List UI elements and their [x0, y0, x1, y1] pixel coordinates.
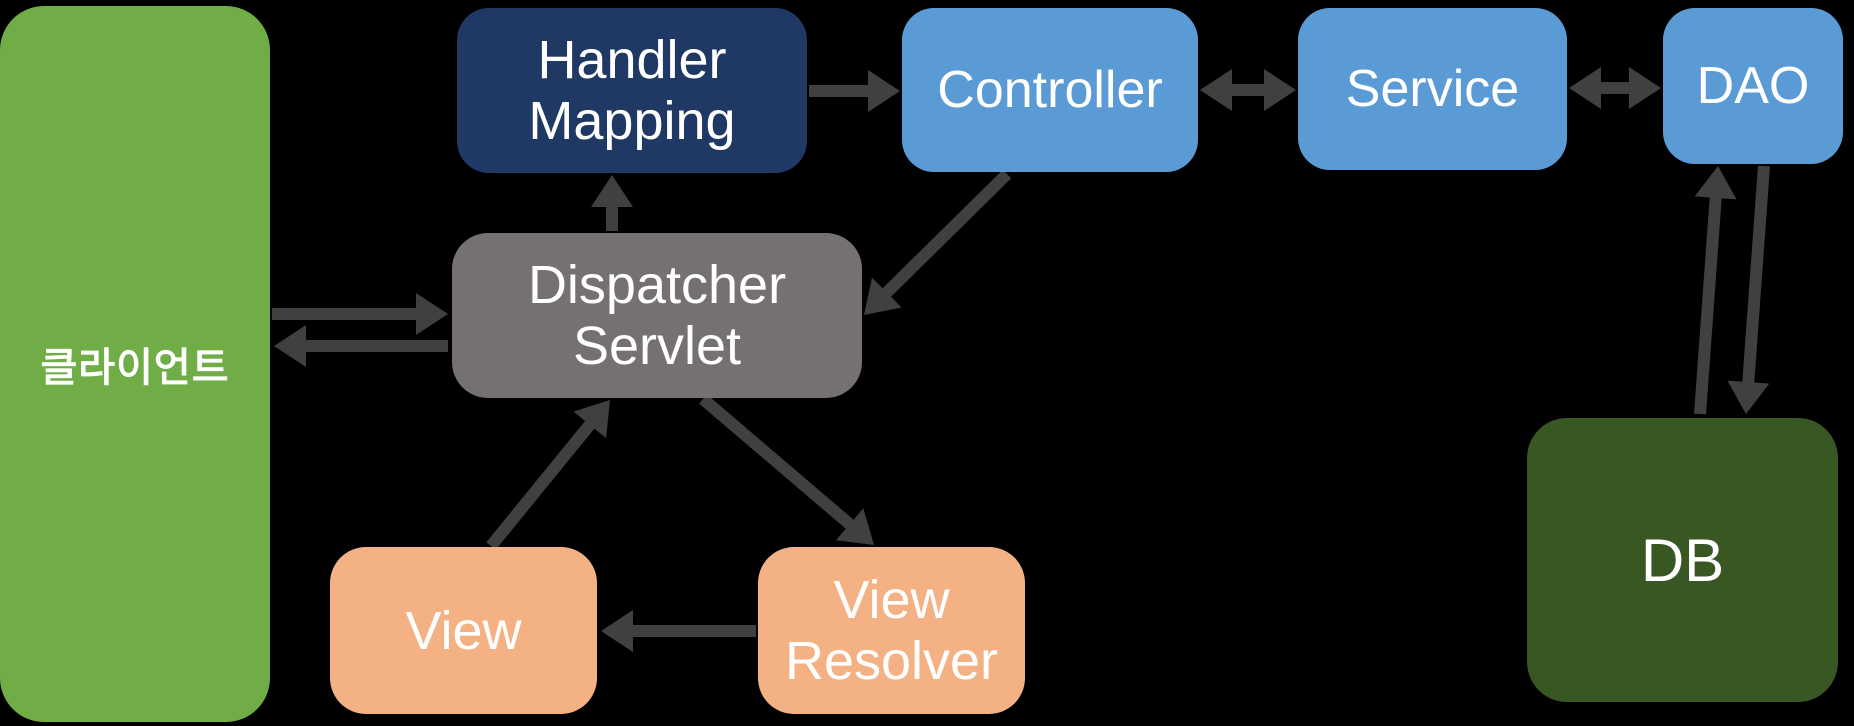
- node-controller: Controller: [902, 8, 1198, 172]
- arrow-service-dao: [1569, 67, 1661, 109]
- node-service: Service: [1298, 8, 1567, 170]
- arrow-view-to-dispatcher: [486, 400, 610, 550]
- arrow-controller-to-dispatcher: [864, 169, 1012, 315]
- node-dispatcher-servlet: Dispatcher Servlet: [452, 233, 862, 398]
- arrow-dispatcher-to-client: [274, 325, 448, 367]
- node-view: View: [330, 547, 597, 714]
- arrow-handler-to-controller: [809, 70, 900, 112]
- node-client: 클라이언트: [0, 6, 270, 722]
- node-handler-mapping: Handler Mapping: [457, 8, 807, 173]
- arrow-controller-service: [1200, 69, 1296, 111]
- arrow-client-to-dispatcher: [272, 293, 448, 335]
- arrow-dao-to-db: [1727, 165, 1770, 414]
- arrow-dispatcher-to-viewresolver: [699, 394, 874, 545]
- arrow-dispatcher-to-handler: [591, 175, 633, 231]
- node-db: DB: [1527, 418, 1838, 702]
- node-view-resolver: View Resolver: [758, 547, 1025, 714]
- arrow-viewresolver-to-view: [601, 610, 756, 652]
- node-dao: DAO: [1663, 8, 1843, 164]
- arrow-db-to-dao: [1694, 166, 1737, 415]
